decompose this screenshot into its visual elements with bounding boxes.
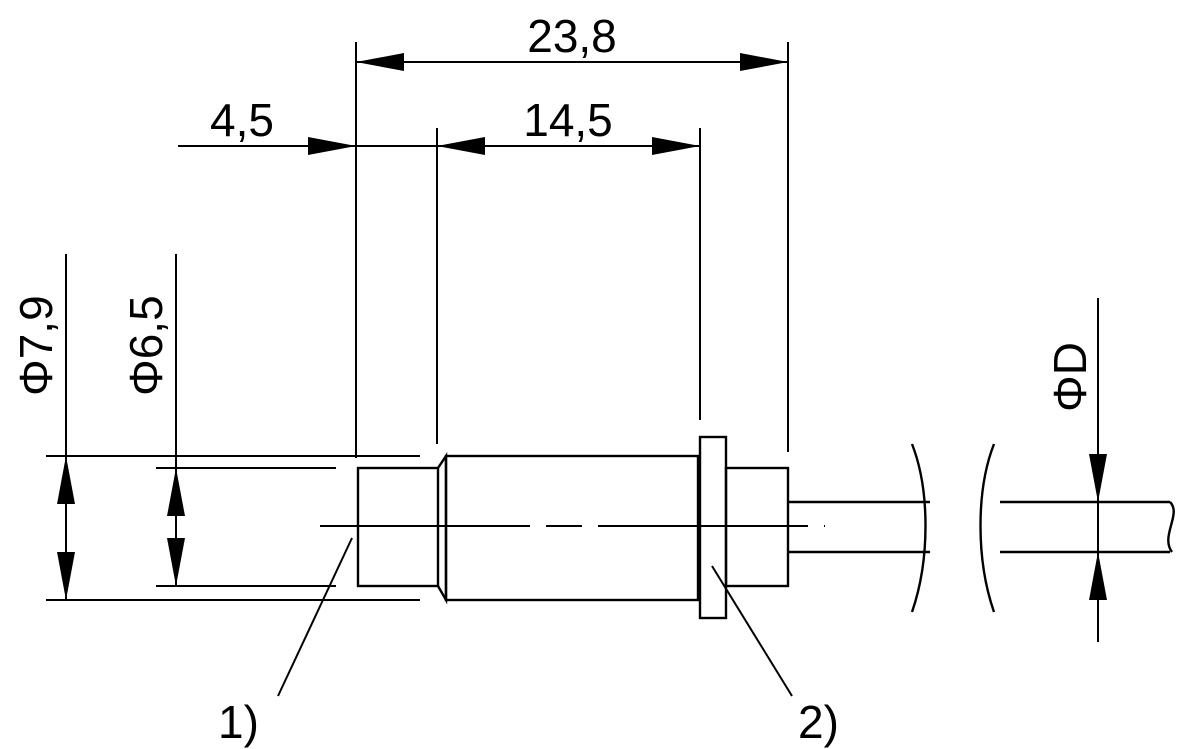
cable-break-right — [979, 443, 996, 613]
dimension-label-outer-diameter: Φ7,9 — [10, 295, 62, 396]
callout-2: 2) — [711, 565, 839, 748]
flange — [698, 435, 728, 620]
callout-1: 1) — [218, 537, 353, 748]
dimension-overall-length: 23,8 — [356, 10, 788, 71]
arrowhead — [57, 456, 75, 504]
arrowhead — [1089, 454, 1107, 502]
cable-cut-end — [1167, 501, 1175, 553]
arrowhead — [167, 468, 185, 516]
main-body — [444, 454, 700, 602]
arrowhead — [308, 137, 356, 155]
dimension-label-inner-diameter: Φ6,5 — [120, 295, 172, 396]
part-outline — [320, 435, 1175, 620]
arrowhead — [356, 53, 404, 71]
arrowhead — [57, 552, 75, 600]
leader-line-1 — [277, 537, 353, 697]
callout-label-2: 2) — [798, 696, 839, 748]
dimension-label-front-length: 4,5 — [210, 94, 274, 146]
dimension-label-overall-length: 23,8 — [527, 10, 617, 62]
arrowhead — [740, 53, 788, 71]
arrowhead — [652, 137, 700, 155]
dimension-label-cable-diameter: ΦD — [1044, 342, 1096, 412]
dimension-inner-diameter: Φ6,5 — [120, 254, 185, 586]
arrowhead — [167, 538, 185, 586]
cable-break-left — [910, 443, 927, 613]
body-chamfer — [436, 452, 448, 605]
dimension-label-body-length: 14,5 — [523, 94, 613, 146]
arrowhead — [1089, 552, 1107, 600]
dimension-front-length: 4,5 — [178, 94, 437, 155]
callout-label-1: 1) — [218, 696, 259, 748]
dimension-cable-diameter: ΦD — [1044, 342, 1107, 600]
dimension-outer-diameter: Φ7,9 — [10, 254, 75, 600]
dimension-body-length: 14,5 — [437, 94, 700, 155]
leader-line-2 — [711, 565, 793, 697]
arrowhead — [437, 137, 485, 155]
